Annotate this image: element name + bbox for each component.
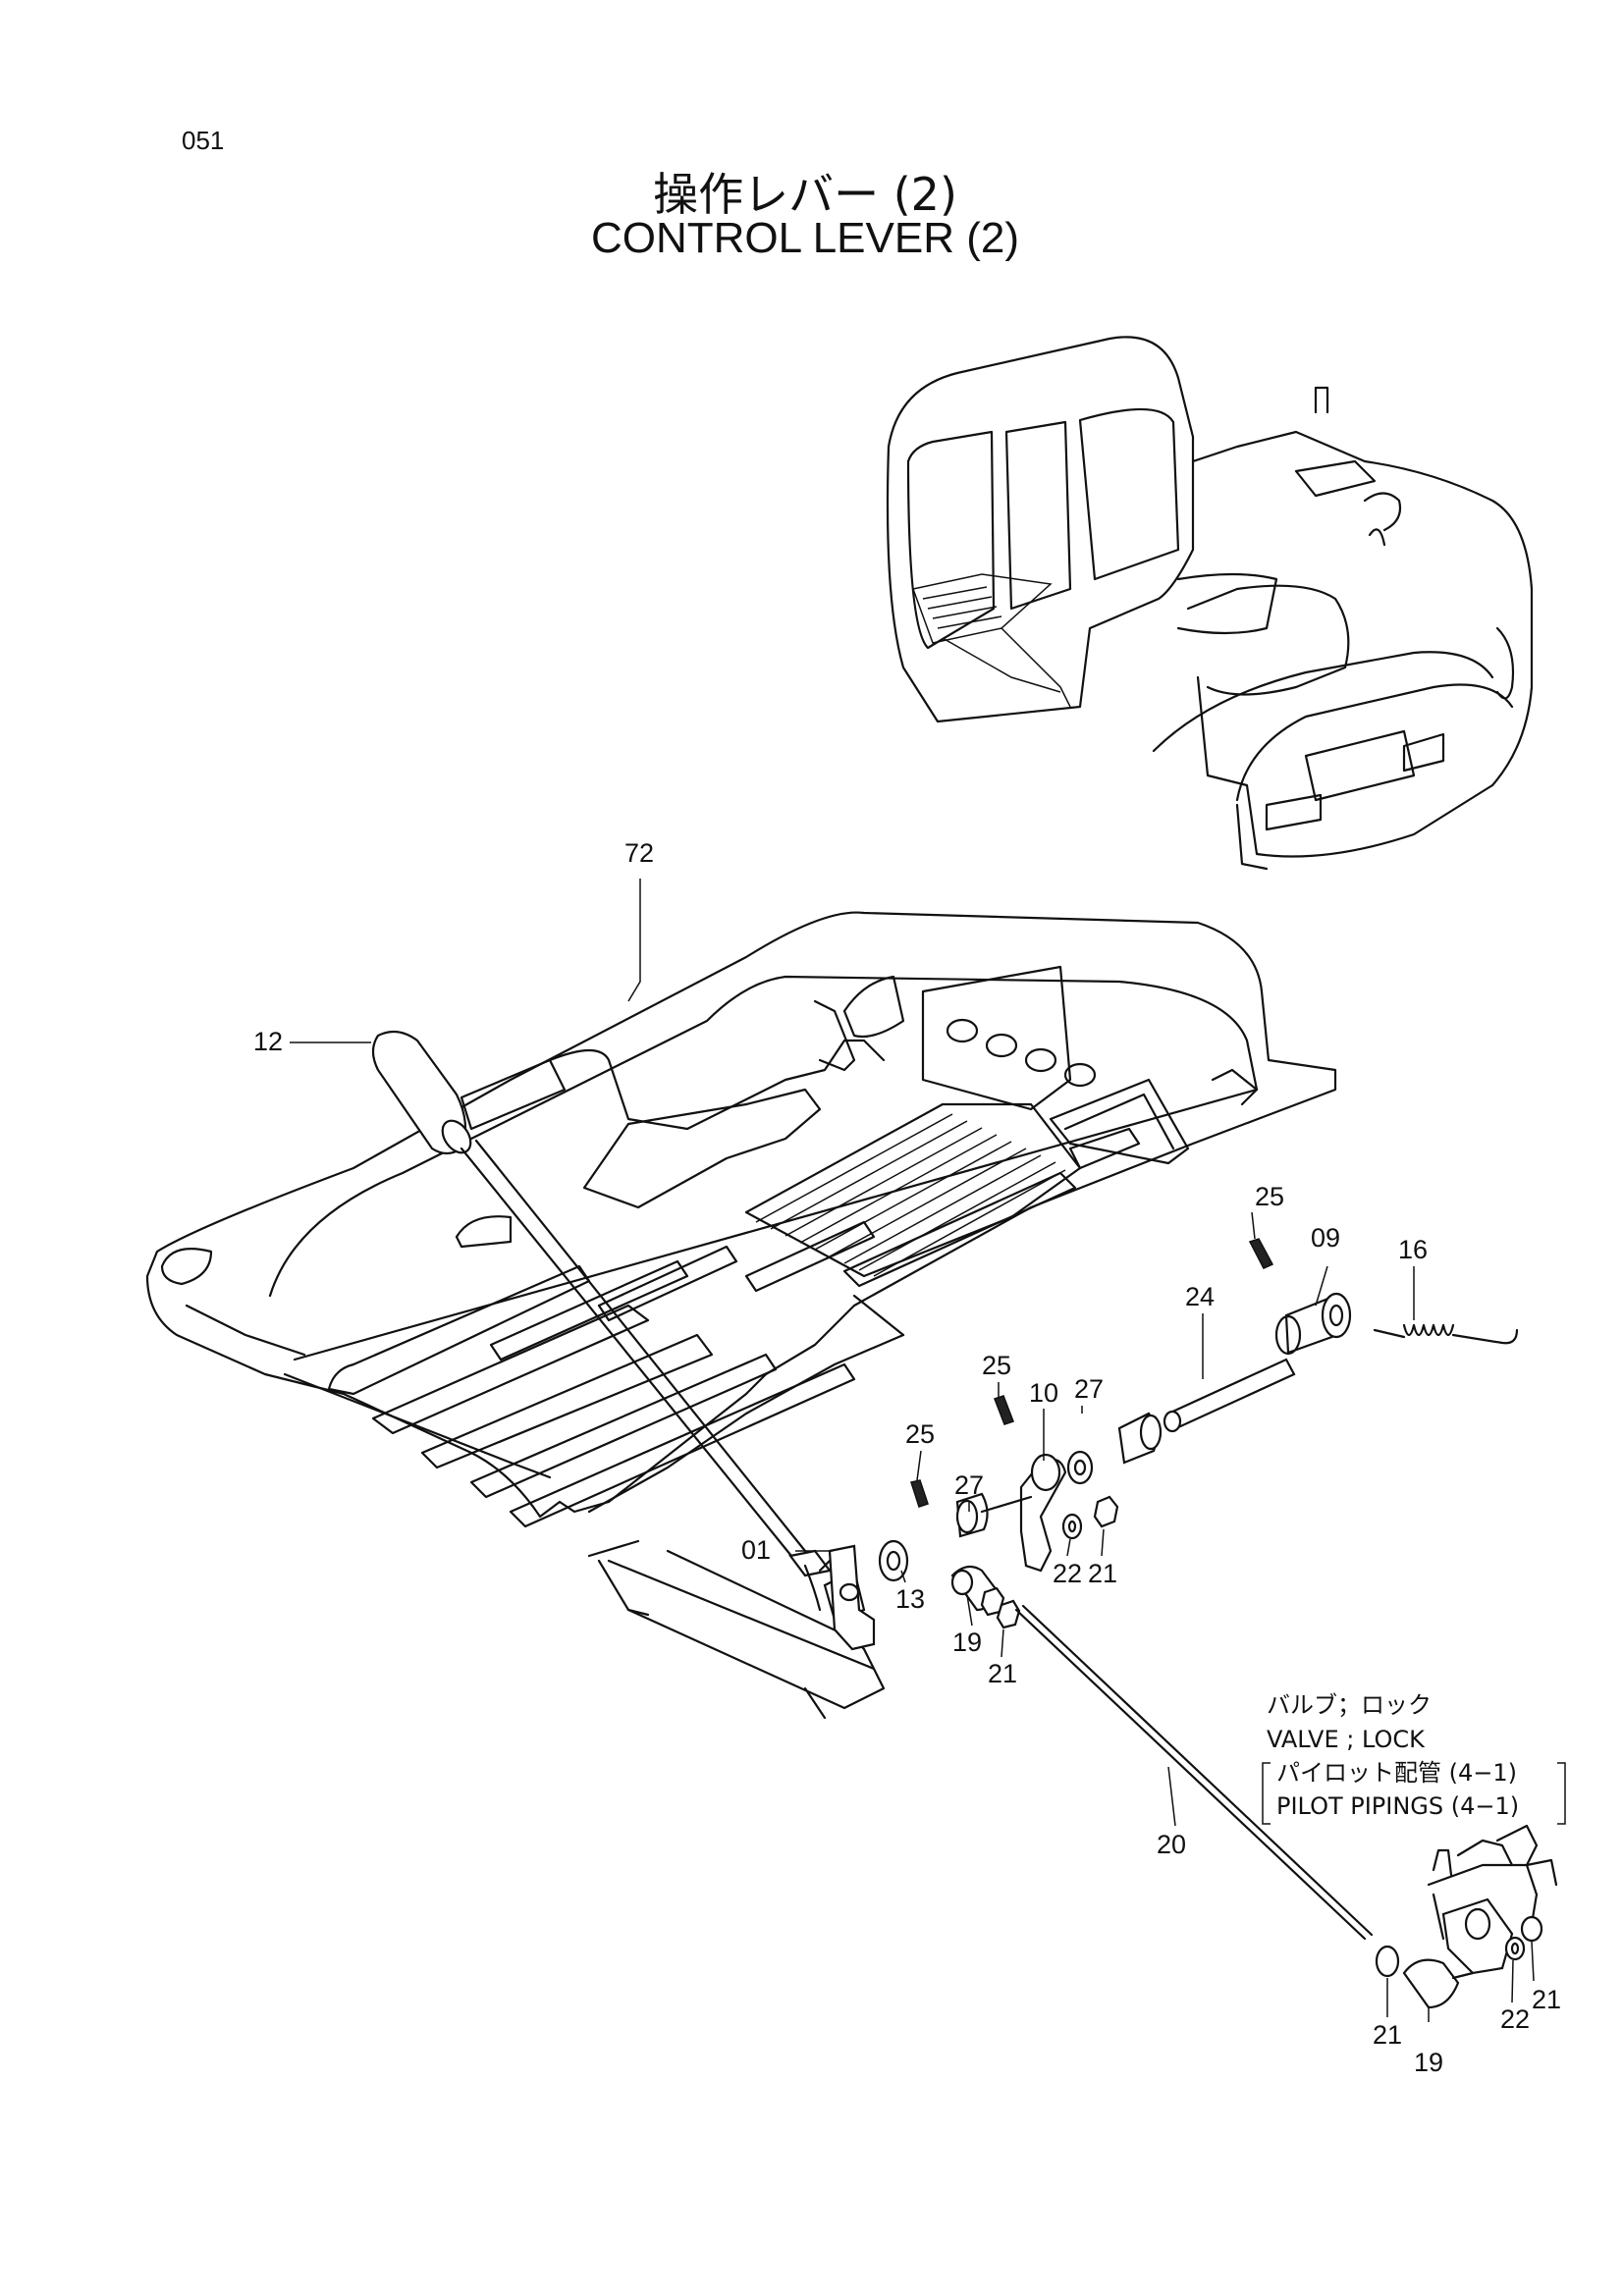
title-japanese: 操作レバー (2) <box>653 168 957 221</box>
callout-21-lower-left: 21 <box>1373 2020 1402 2050</box>
callout-27-lower: 27 <box>954 1470 984 1500</box>
callout-22-lower: 22 <box>1500 2004 1530 2034</box>
callout-01: 01 <box>741 1535 771 1565</box>
leader-lines <box>290 879 1535 2022</box>
callout-21-upper-right: 21 <box>1088 1559 1117 1588</box>
callout-19-lower: 19 <box>1414 2048 1443 2077</box>
note-line-piping-en: PILOT PIPINGS (4−1) <box>1276 1792 1519 1820</box>
note-line-piping-jp: パイロット配管 (4−1) <box>1276 1759 1517 1787</box>
callout-27-upper: 27 <box>1074 1374 1104 1404</box>
callout-16: 16 <box>1398 1235 1428 1264</box>
callout-25-middle: 25 <box>982 1351 1011 1380</box>
reference-note: バルブ；ロック VALVE ; LOCK パイロット配管 (4−1) PILOT… <box>1262 1691 1566 1825</box>
callout-72: 72 <box>624 838 654 868</box>
callout-19-upper: 19 <box>952 1628 982 1657</box>
callout-25-upper: 25 <box>1255 1182 1284 1211</box>
callout-22-upper: 22 <box>1053 1559 1082 1588</box>
callout-21-lower-right: 21 <box>1532 1985 1561 2014</box>
note-bracket-left <box>1262 1762 1271 1825</box>
callout-12: 12 <box>253 1027 283 1056</box>
callout-25-lower: 25 <box>905 1419 935 1449</box>
note-line-valve-en: VALVE ; LOCK <box>1267 1726 1426 1753</box>
excavator-overview-illustration <box>886 336 1534 871</box>
callout-24: 24 <box>1185 1282 1215 1311</box>
callout-21-upper-left: 21 <box>988 1659 1017 1688</box>
callout-20: 20 <box>1157 1830 1186 1859</box>
floor-plate-illustration <box>145 911 1337 1720</box>
callouts: 72 12 25 09 16 24 25 10 27 25 27 01 13 1… <box>253 838 1561 2077</box>
callout-10: 10 <box>1029 1378 1058 1408</box>
note-line-valve-jp: バルブ；ロック <box>1267 1691 1432 1719</box>
linkage-parts-illustration <box>818 1238 1558 2009</box>
callout-09: 09 <box>1311 1223 1340 1253</box>
callout-13: 13 <box>895 1584 925 1614</box>
note-bracket-right <box>1557 1762 1566 1825</box>
page-number: 051 <box>182 126 225 155</box>
title-english: CONTROL LEVER (2) <box>590 214 1019 262</box>
